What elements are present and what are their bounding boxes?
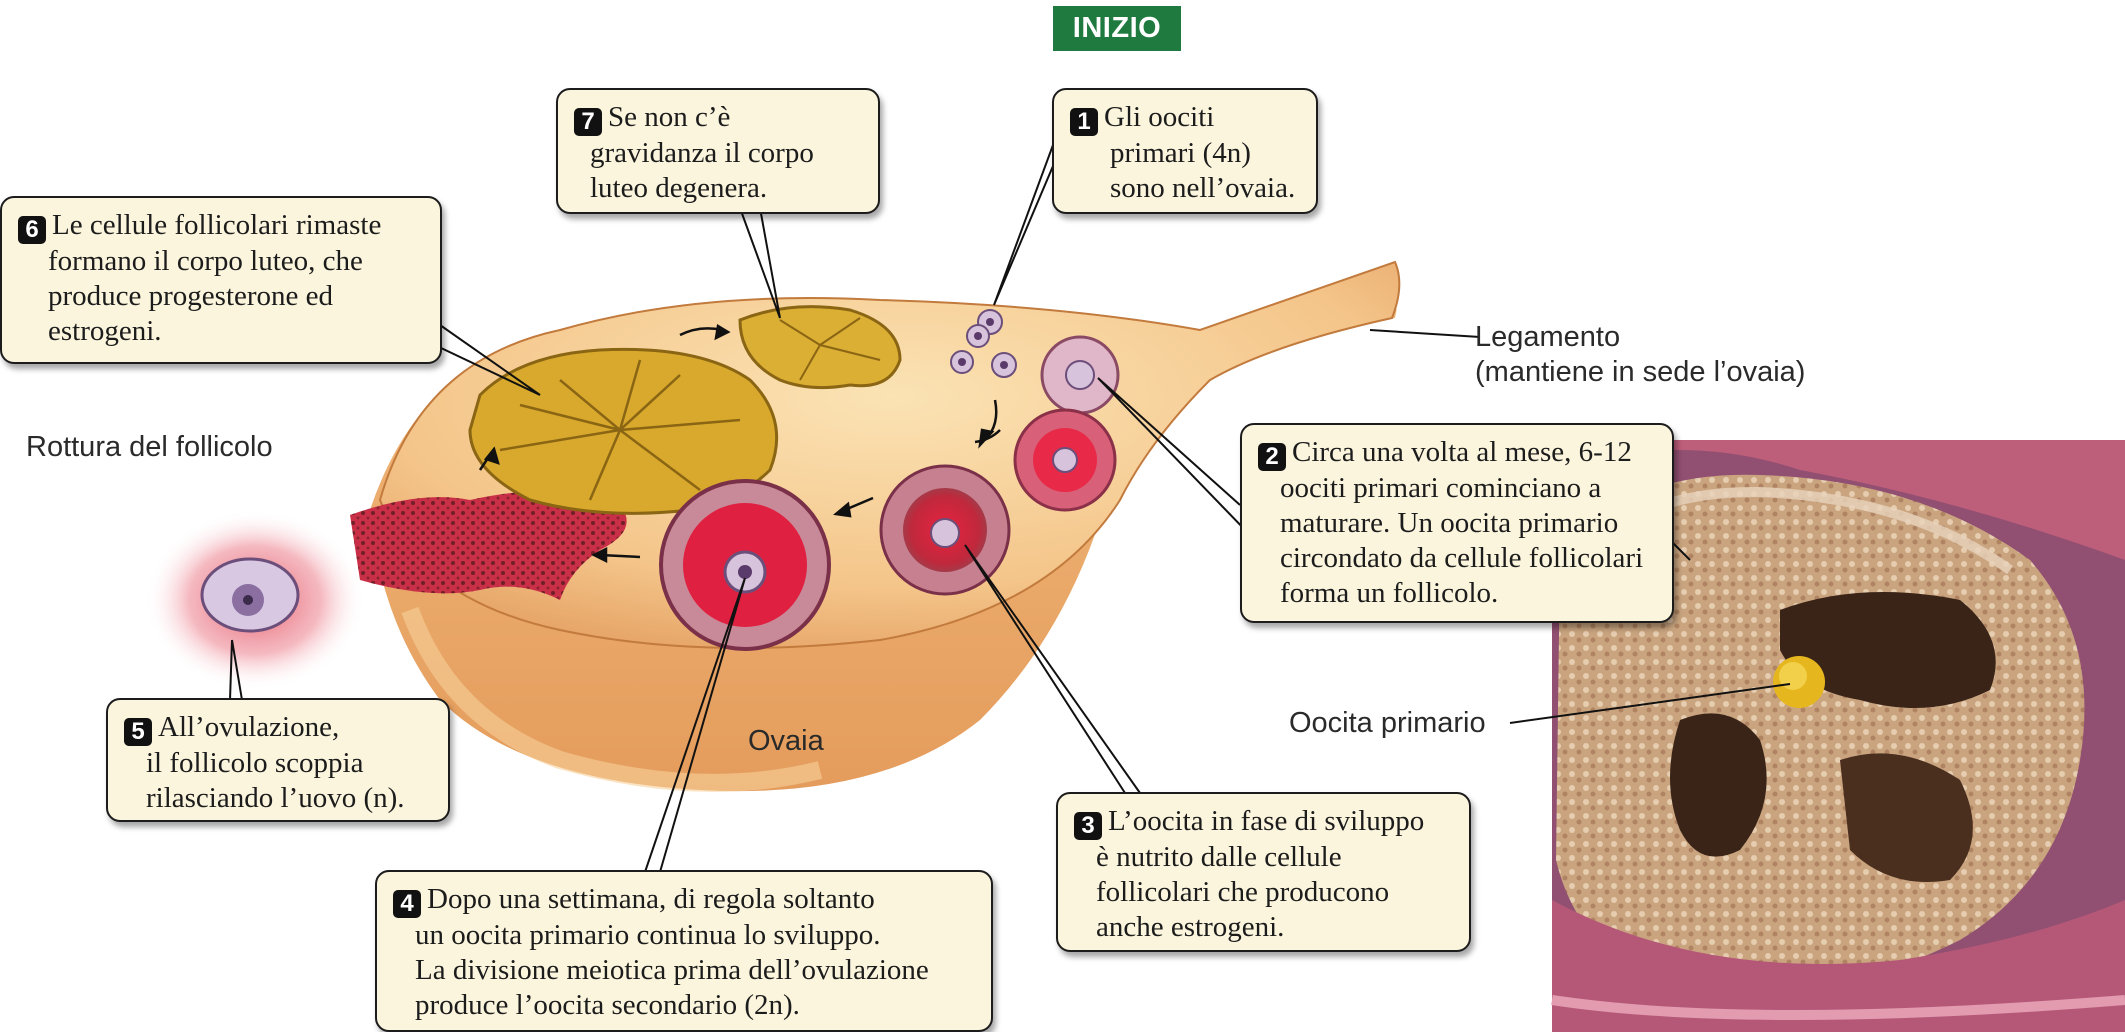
ovary-label: Ovaia [748, 724, 824, 759]
ligament-label: Legamento (mantiene in sede l’ovaia) [1475, 320, 1805, 390]
step-2-line-3: maturare. Un oocita primario [1258, 506, 1656, 541]
step-2-line-2: oociti primari cominciano a [1258, 471, 1656, 506]
step-3-line-2: è nutrito dalle cellule [1074, 840, 1453, 875]
step-5-line-3: rilasciando l’uovo (n). [124, 781, 432, 816]
step-4-line-3: La divisione meiotica prima dell’ovulazi… [393, 953, 975, 988]
step-6-line-3: produce progesterone ed [18, 279, 424, 314]
ligament-label-line-1: Legamento [1475, 320, 1805, 355]
step-5-line-2: il follicolo scoppia [124, 746, 432, 781]
step-7-number: 7 [574, 108, 602, 136]
follicle-stage-2 [1015, 410, 1115, 510]
step-6-line-2: formano il corpo luteo, che [18, 244, 424, 279]
follicle-stage-1 [1042, 337, 1118, 413]
step-1-number: 1 [1070, 108, 1098, 136]
step-6-line-4: estrogeni. [18, 314, 424, 349]
step-6-number: 6 [18, 216, 46, 244]
step-7-line-3: luteo degenera. [574, 171, 862, 206]
step-1-line-3: sono nell’ovaia. [1070, 171, 1300, 206]
primary-oocyte-label: Oocita primario [1289, 706, 1486, 741]
step-2-line-4: circondato da cellule follicolari [1258, 541, 1656, 576]
step-7-line-2: gravidanza il corpo [574, 136, 862, 171]
ligament-label-line-2: (mantiene in sede l’ovaia) [1475, 355, 1805, 390]
step-3-number: 3 [1074, 812, 1102, 840]
step-4-number: 4 [393, 890, 421, 918]
step-3-line-4: anche estrogeni. [1074, 910, 1453, 945]
follicle-stage-3 [881, 466, 1009, 594]
step-1-line-2: primari (4n) [1070, 136, 1300, 171]
step-2-number: 2 [1258, 443, 1286, 471]
follicle-rupture-label: Rottura del follicolo [26, 430, 273, 465]
step-4-line-4: produce l’oocita secondario (2n). [393, 988, 975, 1023]
start-badge: INIZIO [1053, 6, 1181, 51]
step-4-line-2: un oocita primario continua lo sviluppo. [393, 918, 975, 953]
step-5-number: 5 [124, 718, 152, 746]
step-3-line-3: follicolari che producono [1074, 875, 1453, 910]
step-2-line-5: forma un follicolo. [1258, 576, 1656, 611]
follicle-mature [661, 481, 829, 649]
